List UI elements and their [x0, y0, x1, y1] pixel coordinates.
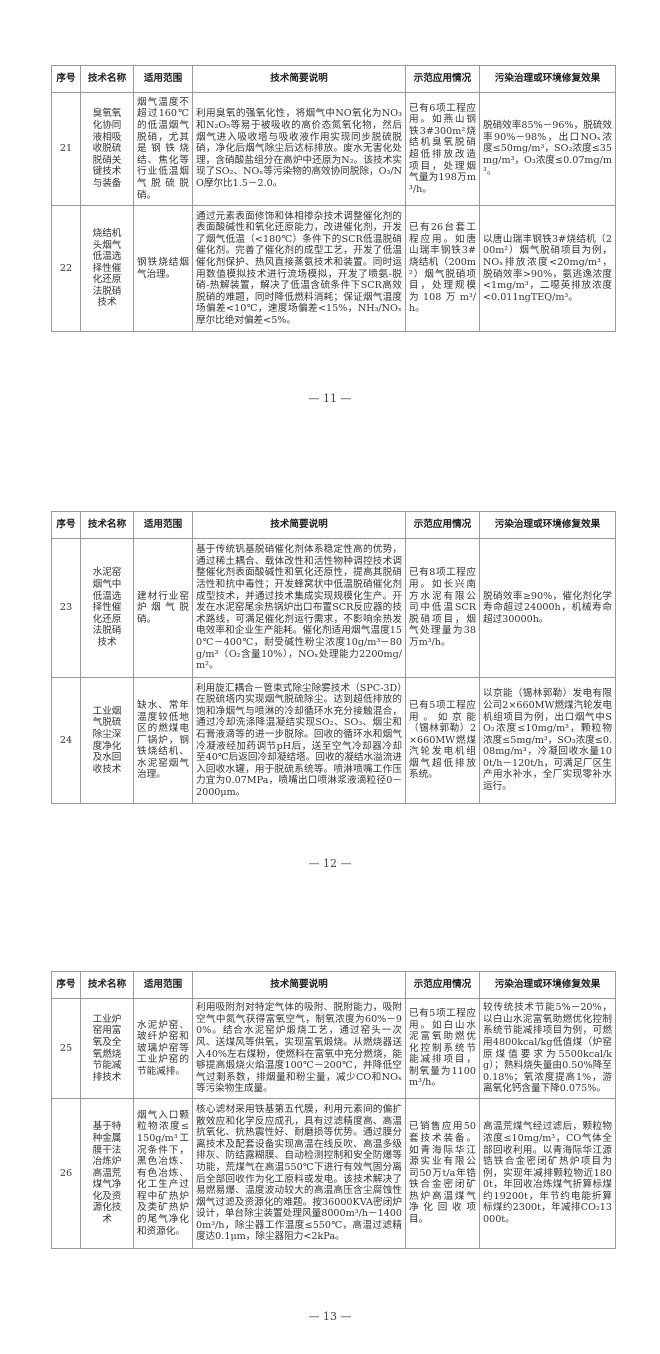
column-header-app: 示范应用情况	[405, 511, 480, 539]
cell-scope: 烟气温度不超过160℃的低温烟气脱硝，尤其是钢铁烧结、焦化等行业低温烟气脱硫脱硝…	[133, 92, 193, 206]
column-header-desc: 技术简要说明	[192, 971, 406, 999]
cell-name: 烧结机头烟气低温选择性催化还原法脱硝技术	[80, 205, 134, 332]
cell-scope: 烟气入口颗粒物浓度≤150g/m³工况条件下，黑色冶炼、有色冶炼、化工生产过程中…	[133, 1098, 193, 1249]
cell-scope: 钢铁烧结烟气治理。	[133, 205, 193, 332]
cell-name: 工业烟气脱硫除尘深度净化及水回收技术	[80, 677, 134, 804]
cell-app: 已销售应用50套技术装备。如青海际华江源实业有限公司50万t/a年锆铁合金密闭矿…	[405, 1098, 480, 1249]
cell-num: 22	[51, 205, 81, 332]
cell-effect: 高温荒煤气经过滤后，颗粒物浓度≤10mg/m³，CO气体全部回收利用。以青海际华…	[479, 1098, 616, 1249]
column-header-app: 示范应用情况	[405, 971, 480, 999]
column-header-num: 序号	[51, 971, 81, 999]
column-header-scope: 适用范围	[133, 65, 193, 93]
page-number: — 13 —	[308, 1310, 352, 1323]
cell-name: 基于特种金属膜干法冶炼炉高温荒煤气净化及资源化技术	[80, 1098, 134, 1249]
column-header-desc: 技术简要说明	[192, 65, 406, 93]
table-header-row: 序号技术名称适用范围技术简要说明示范应用情况污染治理或环境修复效果	[51, 971, 616, 999]
cell-effect: 脱硝效率85%－96%，脱硫效率90%－98%，出口NOₓ浓度≤50mg/m³，…	[479, 92, 616, 206]
column-header-effect: 污染治理或环境修复效果	[479, 971, 616, 999]
cell-app: 已有5项工程应用。如京能（锡林郭勒）2×660MW燃煤汽轮发电机组烟气超低排放系…	[405, 677, 480, 804]
cell-name: 工业炉窑用富氧及全氧燃烧节能减排技术	[80, 998, 134, 1099]
table-header-row: 序号技术名称适用范围技术简要说明示范应用情况污染治理或环境修复效果	[51, 511, 616, 539]
column-header-effect: 污染治理或环境修复效果	[479, 511, 616, 539]
cell-num: 21	[51, 92, 81, 206]
cell-app: 已有8项工程应用。如长兴南方水泥有限公司中低温SCR脱硝项目，烟气处理量为38万…	[405, 538, 480, 678]
cell-num: 26	[51, 1098, 81, 1249]
column-header-scope: 适用范围	[133, 971, 193, 999]
cell-num: 24	[51, 677, 81, 804]
page-number: — 12 —	[308, 857, 352, 870]
cell-app: 已有26台套工程应用。如唐山瑞丰钢铁3#烧结机（200m²）烟气脱硝项目，处理规…	[405, 205, 480, 332]
cell-desc: 核心滤材采用铁基第五代膜，利用元素间的偏扩散效应和化学反应成孔，具有过滤精度高、…	[192, 1098, 406, 1249]
cell-effect: 较传统技术节能5%－20%，以白山水泥富氧助燃优化控制系统节能减排项目为例，可燃…	[479, 998, 616, 1099]
cell-effect: 脱硝效率≥90%，催化剂化学寿命超过24000h，机械寿命超过30000h。	[479, 538, 616, 678]
cell-effect: 以唐山瑞丰钢铁3#烧结机（200m²）烟气脱硝项目为例，NOₓ排放浓度<20mg…	[479, 205, 616, 332]
column-header-num: 序号	[51, 511, 81, 539]
cell-name: 臭氧氧化协同液相吸收脱硫脱硝关键技术与装备	[80, 92, 134, 206]
cell-app: 已有5项工程应用。如白山水泥富氧助燃优化控制系统节能减排项目，制氧量为1100m…	[405, 998, 480, 1099]
cell-desc: 利用旋汇耦合－管束式除尘除雾技术（SPC-3D）在脱硫塔内实现烟气脱硫除尘。达到…	[192, 677, 406, 804]
cell-num: 25	[51, 998, 81, 1099]
column-header-app: 示范应用情况	[405, 65, 480, 93]
column-header-name: 技术名称	[80, 971, 134, 999]
cell-scope: 水泥炉窑、玻纤炉窑和玻璃炉窑等工业炉窑的节能减排。	[133, 998, 193, 1099]
column-header-effect: 污染治理或环境修复效果	[479, 65, 616, 93]
column-header-name: 技术名称	[80, 65, 134, 93]
cell-name: 水泥窑烟气中低温选择性催化还原法脱硝技术	[80, 538, 134, 678]
cell-effect: 以京能（锡林郭勒）发电有限公司2×660MW燃煤汽轮发电机组项目为例，出口烟气中…	[479, 677, 616, 804]
column-header-desc: 技术简要说明	[192, 511, 406, 539]
cell-scope: 缺水、常年温度较低地区的燃煤电厂锅炉，钢铁烧结机、水泥窑烟气治理。	[133, 677, 193, 804]
column-header-name: 技术名称	[80, 511, 134, 539]
table-header-row: 序号技术名称适用范围技术简要说明示范应用情况污染治理或环境修复效果	[51, 65, 616, 93]
cell-desc: 通过元素表面修饰和体相掺杂技术调整催化剂的表面酸碱性和氧化还原能力，改进催化剂，…	[192, 205, 406, 332]
cell-desc: 利用臭氧的强氧化性，将烟气中NO氧化为NO₃和N₂O₅等易于被吸收的高价态氮氧化…	[192, 92, 406, 206]
column-header-scope: 适用范围	[133, 511, 193, 539]
cell-desc: 利用吸附剂对特定气体的吸附、脱附能力，吸附空气中氮气获得富氧空气，制氧浓度为60…	[192, 998, 406, 1099]
cell-desc: 基于传统钒基脱硝催化剂体系稳定性高的优势，通过稀土耦合、载体改性和活性物种调控技…	[192, 538, 406, 678]
cell-app: 已有6项工程应用。如燕山钢铁3#300m²烧结机臭氧脱硝超低排放改造项目，处理烟…	[405, 92, 480, 206]
column-header-num: 序号	[51, 65, 81, 93]
cell-num: 23	[51, 538, 81, 678]
cell-scope: 建材行业窑炉烟气脱硝。	[133, 538, 193, 678]
page-number: — 11 —	[308, 392, 352, 405]
